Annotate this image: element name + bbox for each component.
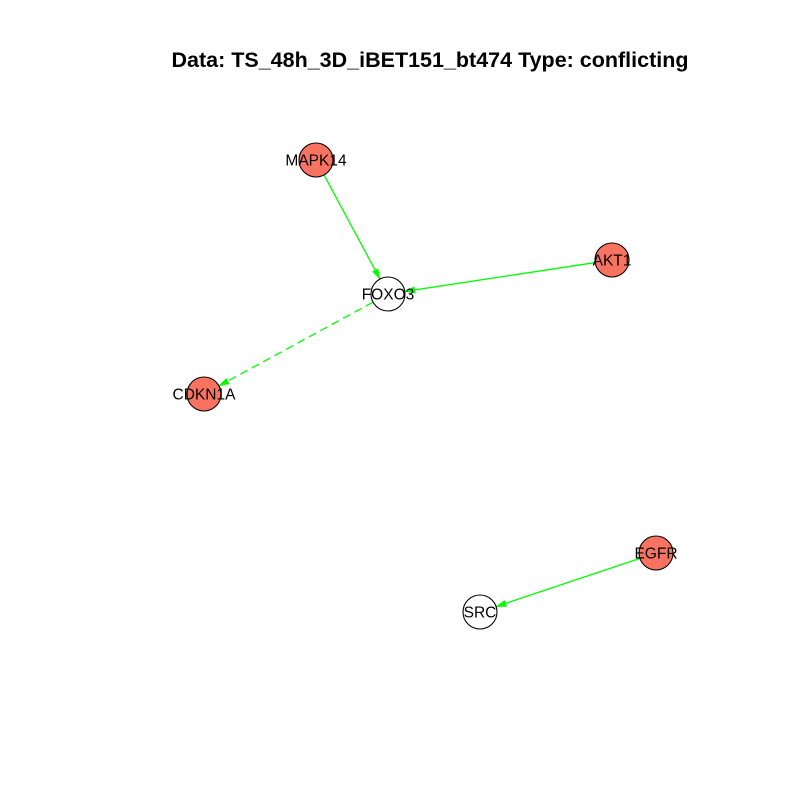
edge-akt1-foxo3 [403,261,596,294]
node-label: AKT1 [593,253,632,270]
node-circle [186,376,222,412]
edge-arrowhead [371,268,381,280]
node-cdkn1a: CDKN1A [173,376,237,412]
edge-foxo3-cdkn1a [218,301,374,387]
edge-egfr-src [495,557,641,608]
edge-line [495,557,641,608]
node-circle [594,242,630,278]
node-circle [638,535,674,571]
node-label: MAPK14 [285,153,347,170]
node-label: SRC [464,605,497,622]
edge-line [323,174,381,280]
node-src: SRC [462,594,498,630]
edge-arrowhead [403,286,416,294]
node-circle [298,142,334,178]
diagram-title: Data: TS_48h_3D_iBET151_bt474 Type: conf… [171,48,689,72]
edge-line [218,301,374,387]
node-label: FOXO3 [362,287,415,304]
node-mapk14: MAPK14 [285,142,347,178]
node-circle [462,594,498,630]
node-akt1: AKT1 [593,242,632,278]
edge-mapk14-foxo3 [323,174,381,280]
node-label: CDKN1A [173,387,237,404]
node-circle [370,276,406,312]
node-label: EGFR [634,546,677,563]
edge-arrowhead [495,599,507,607]
node-egfr: EGFR [634,535,678,571]
edge-arrowhead [218,377,230,387]
edges-layer [218,174,641,608]
edge-line [404,261,596,293]
node-foxo3: FOXO3 [362,276,415,312]
